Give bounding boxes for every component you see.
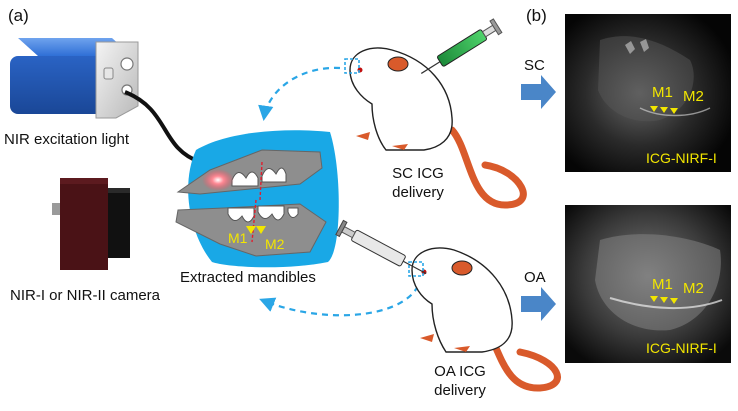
- syringe-oa-icon: [335, 219, 427, 275]
- route-arrow-sc: [521, 75, 556, 109]
- label-oa-delivery-line2: delivery: [434, 382, 486, 399]
- tooth-label-m2: M2: [265, 236, 285, 252]
- label-nir-light: NIR excitation light: [4, 131, 130, 148]
- route-label-oa: OA: [524, 269, 546, 286]
- nirf-image-sc: [565, 14, 731, 172]
- image-sc-caption: ICG-NIRF-I: [646, 150, 717, 166]
- tooth-label-m1: M1: [228, 230, 248, 246]
- rat-oa-icon: [408, 247, 561, 392]
- syringe-sc-icon: [420, 18, 503, 74]
- connector-oa: [259, 285, 419, 317]
- mandibles-illustration: [175, 130, 339, 268]
- connector-sc: [258, 66, 341, 122]
- image-oa-m1: M1: [652, 276, 673, 293]
- nir-light-source-icon: [10, 38, 139, 119]
- panel-label-a: (a): [8, 6, 29, 25]
- label-sc-delivery-line2: delivery: [392, 184, 444, 201]
- image-oa-m2: M2: [683, 280, 704, 297]
- image-sc-m1: M1: [652, 84, 673, 101]
- image-oa-caption: ICG-NIRF-I: [646, 340, 717, 356]
- image-sc-m2: M2: [683, 88, 704, 105]
- route-arrow-oa: [521, 287, 556, 321]
- label-sc-delivery: SC ICG delivery: [378, 164, 458, 202]
- nirf-image-oa: [565, 205, 731, 363]
- panel-label-b: (b): [526, 6, 547, 25]
- nir-camera-icon: [52, 178, 130, 270]
- label-nir-camera: NIR-I or NIR-II camera: [10, 287, 161, 304]
- label-sc-delivery-line1: SC ICG: [392, 165, 444, 182]
- rat-sc-icon: [344, 47, 527, 209]
- route-label-sc: SC: [524, 57, 545, 74]
- label-oa-delivery: OA ICG delivery: [420, 362, 500, 400]
- label-oa-delivery-line1: OA ICG: [434, 363, 486, 380]
- label-mandibles: Extracted mandibles: [180, 269, 316, 286]
